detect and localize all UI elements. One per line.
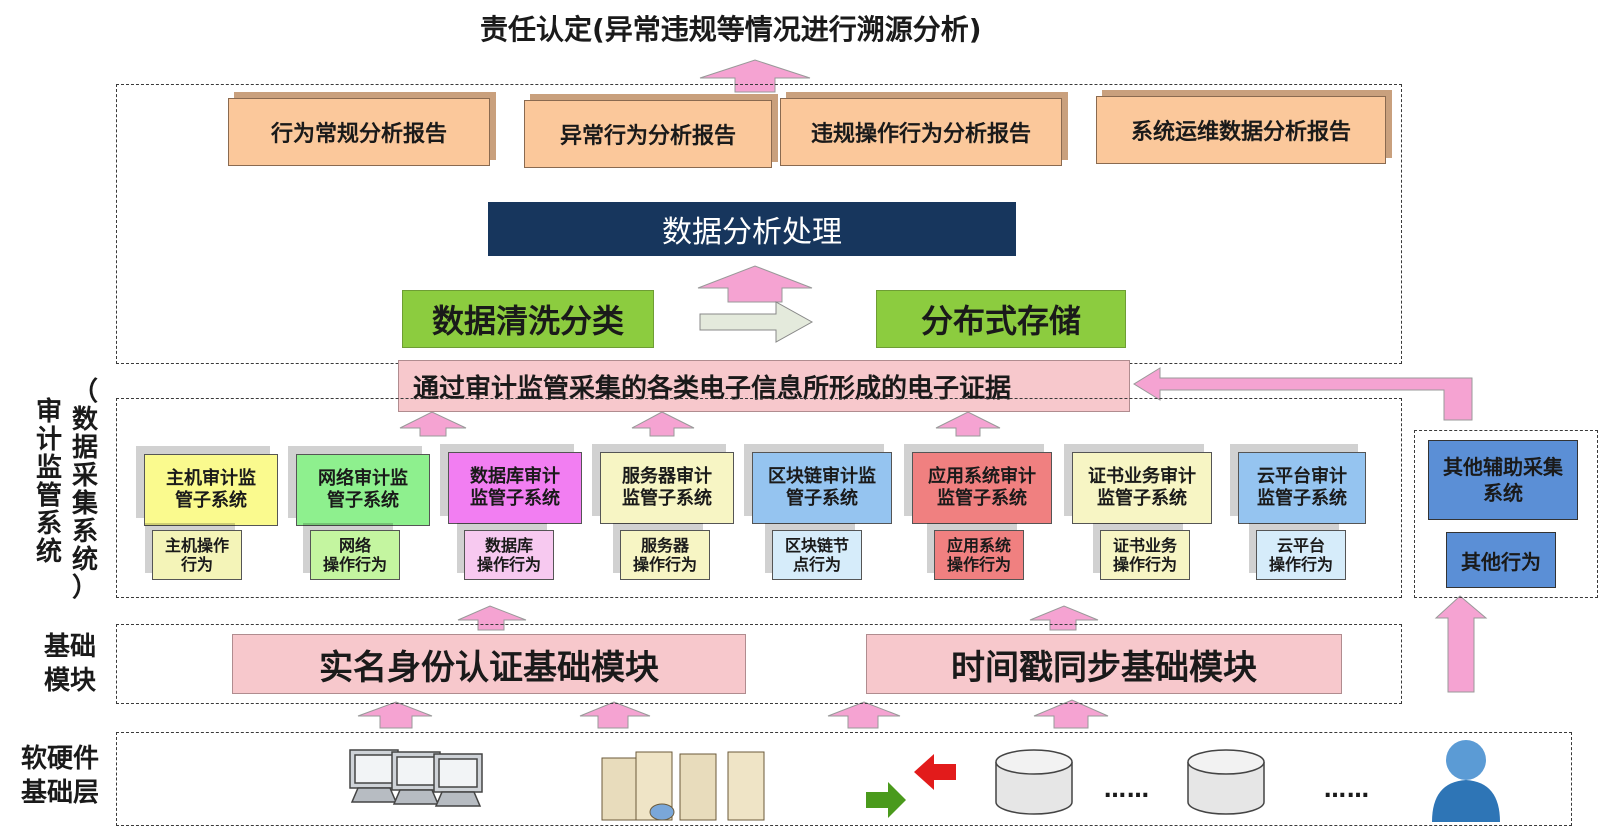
hardware-layer-frame bbox=[116, 732, 1572, 826]
application-audit-subsystem: 应用系统审计监管子系统 bbox=[912, 452, 1052, 524]
host-audit-subsystem: 主机审计监管子系统 bbox=[144, 454, 278, 526]
database-operation-behavior: 数据库操作行为 bbox=[464, 530, 554, 580]
responsibility-title: 责任认定(异常违规等情况进行溯源分析) bbox=[480, 13, 982, 46]
aux-collection-system: 其他辅助采集系统 bbox=[1428, 440, 1578, 520]
arrow-aux-to-evidence bbox=[1133, 367, 1473, 421]
data-collection-label: （数据采集系统） bbox=[71, 377, 98, 603]
arrow-up-base2 bbox=[579, 701, 651, 729]
distributed-storage-box: 分布式存储 bbox=[876, 290, 1126, 348]
cloud-audit-subsystem: 云平台审计监管子系统 bbox=[1238, 452, 1366, 524]
arrow-up-title bbox=[699, 59, 811, 93]
arrow-up-ev3 bbox=[935, 411, 1001, 437]
computer-icon bbox=[349, 749, 483, 807]
data-cleaning-box: 数据清洗分类 bbox=[402, 290, 654, 348]
certificate-operation-behavior: 证书业务操作行为 bbox=[1100, 530, 1190, 580]
arrow-up-audit2 bbox=[1029, 605, 1099, 631]
data-processing-box: 数据分析处理 bbox=[488, 202, 1016, 256]
server-operation-behavior: 服务器操作行为 bbox=[620, 530, 710, 580]
arrow-left-red-icon bbox=[914, 754, 956, 790]
arrow-up-base4 bbox=[1033, 699, 1109, 729]
arrow-up-ev2 bbox=[631, 411, 695, 437]
other-behavior: 其他行为 bbox=[1446, 532, 1556, 588]
arrow-right-storage bbox=[699, 301, 814, 343]
report-abnormal: 异常行为分析报告 bbox=[524, 100, 772, 168]
network-audit-subsystem: 网络审计监管子系统 bbox=[296, 454, 430, 526]
ellipsis-2: …… bbox=[1324, 778, 1370, 803]
arrow-up-processing bbox=[697, 265, 813, 303]
audit-system-label: 审计监管系统 bbox=[35, 397, 62, 567]
application-operation-behavior: 应用系统操作行为 bbox=[934, 530, 1024, 580]
timestamp-sync-module: 时间戳同步基础模块 bbox=[866, 634, 1342, 694]
certificate-audit-subsystem: 证书业务审计监管子系统 bbox=[1072, 452, 1212, 524]
report-violation: 违规操作行为分析报告 bbox=[780, 98, 1062, 166]
base-module-frame bbox=[116, 624, 1402, 704]
arrow-up-aux bbox=[1434, 595, 1488, 693]
arrow-up-ev1 bbox=[399, 411, 467, 437]
database-icon bbox=[995, 749, 1265, 815]
arrow-up-audit1 bbox=[457, 605, 527, 631]
database-audit-subsystem: 数据库审计监管子系统 bbox=[448, 452, 582, 524]
server-audit-subsystem: 服务器审计监管子系统 bbox=[600, 452, 734, 524]
arrow-right-green-icon bbox=[866, 782, 906, 818]
host-operation-behavior: 主机操作行为 bbox=[152, 530, 242, 580]
server-icon bbox=[601, 751, 765, 821]
blockchain-audit-subsystem: 区块链审计监管子系统 bbox=[752, 452, 892, 524]
arrow-up-base3 bbox=[827, 701, 901, 729]
realname-auth-module: 实名身份认证基础模块 bbox=[232, 634, 746, 694]
hardware-layer-label: 软硬件基础层 bbox=[20, 744, 99, 808]
cloud-operation-behavior: 云平台操作行为 bbox=[1256, 530, 1346, 580]
network-operation-behavior: 网络操作行为 bbox=[310, 530, 400, 580]
aux-collection-frame bbox=[1414, 430, 1598, 598]
base-module-label: 基础模块 bbox=[43, 632, 96, 696]
report-regular: 行为常规分析报告 bbox=[228, 98, 490, 166]
electronic-evidence-box: 通过审计监管采集的各类电子信息所形成的电子证据 bbox=[398, 360, 1130, 412]
blockchain-node-behavior: 区块链节点行为 bbox=[772, 530, 862, 580]
arrow-up-base1 bbox=[357, 701, 433, 729]
audit-layer-frame bbox=[116, 398, 1402, 598]
ellipsis-1: …… bbox=[1104, 778, 1150, 803]
user-icon bbox=[1432, 740, 1500, 822]
report-ops: 系统运维数据分析报告 bbox=[1096, 96, 1386, 164]
